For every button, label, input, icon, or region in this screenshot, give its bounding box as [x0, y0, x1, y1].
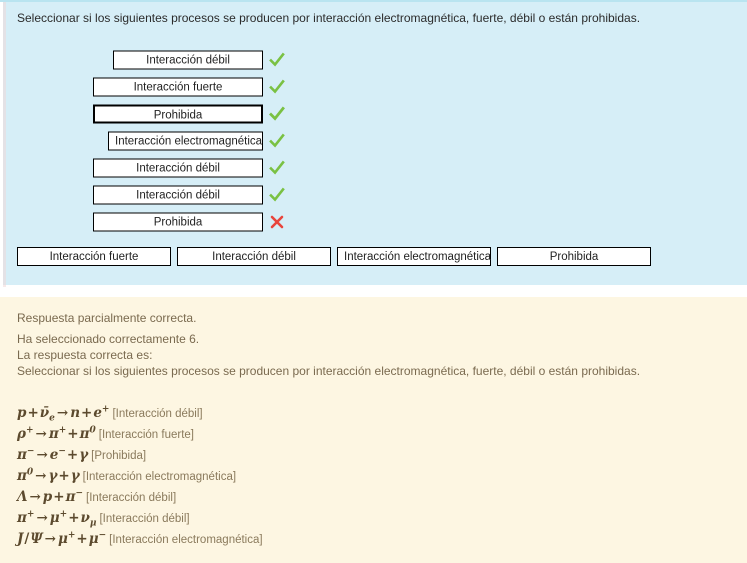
check-icon: [269, 133, 285, 149]
dropzone-row-7[interactable]: Prohibida: [93, 212, 263, 231]
dropzone-row-5[interactable]: Interacción débil: [93, 158, 263, 177]
panel-left-accent: [3, 2, 6, 287]
drag-drop-rows: p+ν̄e→n+e+ Interacción débil ρ+→π++π0 In…: [0, 46, 747, 235]
dropzone-row-1[interactable]: Interacción débil: [113, 50, 263, 69]
question-panel: Seleccionar si los siguientes procesos s…: [0, 0, 747, 287]
dropzone-row-3[interactable]: Prohibida: [93, 104, 263, 123]
process-formula: J/Ψ→μ++μ−: [17, 530, 107, 547]
panel-left-edge: [0, 2, 3, 287]
process-formula: Λ→p+π−: [17, 488, 83, 505]
draggable-option-interaccion-electromagnetica[interactable]: Interacción electromagnética: [337, 247, 491, 266]
process-formula: p+ν̄e→n+e+: [17, 404, 110, 424]
process-formula: π+→μ++νμ: [17, 509, 97, 529]
answer-label: [Interacción débil]: [99, 512, 190, 525]
answer-label: [Interacción electromagnética]: [109, 533, 263, 546]
dropzone-row-4[interactable]: Interacción electromagnética: [108, 131, 263, 150]
draggable-option-prohibida[interactable]: Prohibida: [497, 247, 651, 266]
cross-icon: [269, 214, 285, 230]
process-formula: π0→γ+γ: [17, 467, 80, 484]
process-formula: ρ+→π++π0: [17, 425, 96, 442]
table-row: π0→γ+γ Interacción electromagnética: [0, 127, 747, 154]
table-row: p+ν̄e→n+e+ Interacción débil: [0, 46, 747, 73]
option-bank: Interacción fuerte Interacción débil Int…: [17, 247, 651, 266]
table-row: ρ+→π++π0 Interacción fuerte: [0, 73, 747, 100]
feedback-panel: Respuesta parcialmente correcta. Ha sele…: [0, 297, 747, 563]
table-row: Λ→p+π− Interacción débil: [0, 154, 747, 181]
list-item: ρ+→π++π0[Interacción fuerte]: [17, 425, 263, 446]
list-item: J/Ψ→μ++μ−[Interacción electromagnética]: [17, 530, 263, 551]
draggable-option-interaccion-debil[interactable]: Interacción débil: [177, 247, 331, 266]
dropzone-row-6[interactable]: Interacción débil: [93, 185, 263, 204]
list-item: π+→μ++νμ[Interacción débil]: [17, 509, 263, 530]
table-row: π+→μ++νμ Interacción débil: [0, 181, 747, 208]
check-icon: [269, 79, 285, 95]
answer-label: [Interacción fuerte]: [98, 428, 194, 441]
check-icon: [269, 106, 285, 122]
list-item: π0→γ+γ[Interacción electromagnética]: [17, 467, 263, 488]
list-item: π−→e−+γ[Prohibida]: [17, 446, 263, 467]
question-prompt: Seleccionar si los siguientes procesos s…: [17, 11, 641, 25]
feedback-score: Ha seleccionado correctamente 6.: [17, 332, 200, 346]
draggable-option-interaccion-fuerte[interactable]: Interacción fuerte: [17, 247, 171, 266]
answer-label: [Prohibida]: [91, 449, 147, 462]
feedback-correct-intro: La respuesta correcta es:: [17, 348, 153, 362]
check-icon: [269, 52, 285, 68]
answer-label: [Interacción electromagnética]: [82, 470, 237, 483]
check-icon: [269, 160, 285, 176]
feedback-correct-prompt: Seleccionar si los siguientes procesos s…: [17, 364, 641, 378]
check-icon: [269, 187, 285, 203]
table-row: J/Ψ→μ++μ− Prohibida: [0, 208, 747, 235]
list-item: Λ→p+π−[Interacción débil]: [17, 488, 263, 509]
table-row: π−→e−+γ Prohibida: [0, 100, 747, 127]
answer-label: [Interacción débil]: [112, 407, 203, 420]
dropzone-row-2[interactable]: Interacción fuerte: [93, 77, 263, 96]
feedback-status: Respuesta parcialmente correcta.: [17, 311, 197, 325]
correct-answer-list: p+ν̄e→n+e+[Interacción débil] ρ+→π++π0[I…: [17, 404, 263, 551]
list-item: p+ν̄e→n+e+[Interacción débil]: [17, 404, 263, 425]
answer-label: [Interacción débil]: [86, 491, 177, 504]
process-formula: π−→e−+γ: [17, 446, 89, 463]
